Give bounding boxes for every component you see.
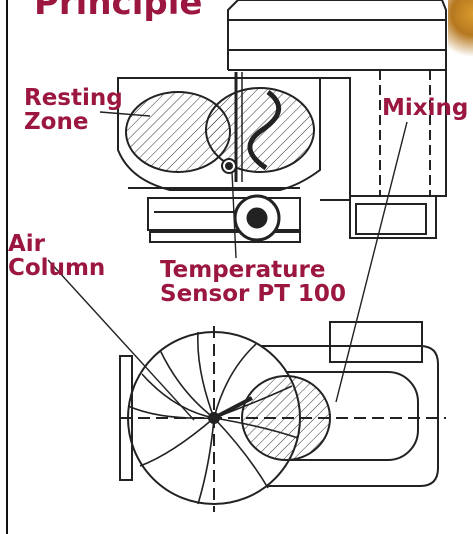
- resting-zone-label: Resting Zone: [24, 85, 123, 136]
- mixer-top-view: [119, 321, 446, 512]
- label-leader-lines: [47, 111, 408, 421]
- temperature-sensor-label: Temperature Sensor PT 100: [160, 257, 346, 308]
- mixing-bowl-side-view: [117, 72, 321, 231]
- partial-photo-corner: [448, 0, 473, 70]
- mixing-label: Mixing: [382, 95, 469, 121]
- principle-title: Principle: [34, 0, 203, 23]
- caster-wheel: [233, 194, 281, 242]
- mixer-frame: [149, 69, 447, 243]
- left-margin-rule: [6, 0, 8, 534]
- motor-housing: [227, 0, 447, 71]
- temperature-sensor-symbol: [221, 158, 237, 174]
- air-column-label: Air Column: [8, 231, 106, 282]
